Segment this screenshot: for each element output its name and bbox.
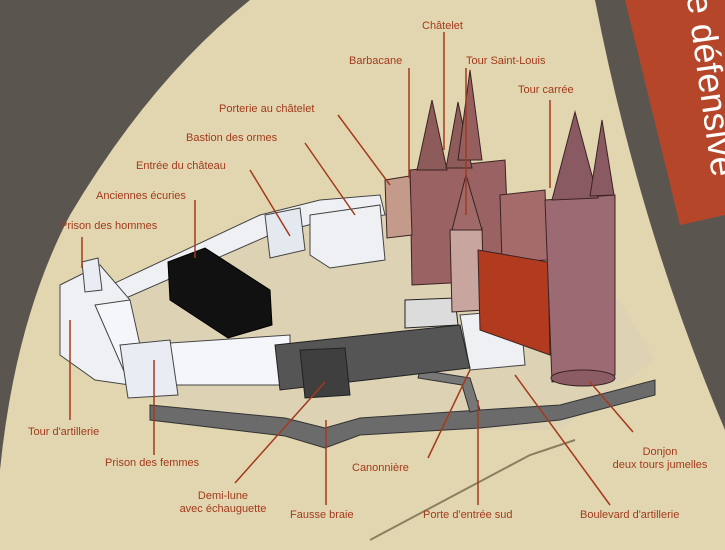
label-tour-saint-louis: Tour Saint-Louis [466,55,546,67]
anciennes-ecuries-block [167,247,273,339]
label-donjon-line2: deux tours jumelles [612,459,708,471]
label-donjon: Donjon deux tours jumelles [600,446,720,472]
label-canonniere: Canonnière [352,462,409,474]
label-tour-carree: Tour carrée [518,84,574,96]
label-bastion: Bastion des ormes [186,132,278,144]
chateau-red-buildings [384,69,616,387]
title-banner [625,0,725,225]
label-demi-lune-line1: Demi-lune [197,490,249,502]
label-porterie: Porterie au châtelet [219,103,315,115]
label-prison-hommes: Prison des hommes [60,220,158,232]
label-porte-sud: Porte d'entrée sud [423,509,513,521]
label-entree: Entrée du château [136,160,226,172]
label-donjon-line1: Donjon [642,446,678,458]
label-chatelet: Châtelet [422,20,463,32]
label-tour-artillerie: Tour d'artillerie [28,426,100,438]
dark-front-wall [274,297,471,399]
label-barbacane: Barbacane [349,55,403,67]
label-boulevard: Boulevard d'artillerie [580,509,680,521]
label-demi-lune: Demi-lune avec échauguette [178,490,268,516]
label-demi-lune-line2: avec échauguette [179,503,267,515]
label-ecuries: Anciennes écuries [96,190,186,202]
prison-hommes-tower [81,257,103,293]
label-prison-femmes: Prison des femmes [105,457,200,469]
leader-lines [69,32,634,506]
label-fausse-braie: Fausse braie [290,509,354,521]
access-path [369,439,576,541]
